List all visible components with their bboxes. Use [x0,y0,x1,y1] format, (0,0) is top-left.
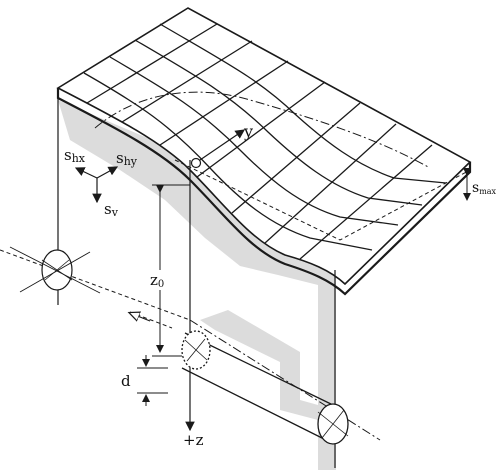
surface-thickness [56,88,472,296]
shx-arrow [74,167,98,179]
pipe-end-cross-2 [321,409,345,439]
shy-arrow [96,166,119,179]
z0-dimension [152,184,190,357]
horizontal-reference-line [174,159,471,241]
z-axis-label: +z [183,431,204,449]
mesh-line-x6 [264,123,397,244]
d-label: d [121,372,131,390]
pipe-axis-line-left [0,249,191,321]
origin-group: y [190,122,253,169]
pipe-bottom-edge [181,367,331,443]
mesh-line-x2 [121,40,253,123]
subsidence-trough-line [94,91,431,169]
shy-label: shy [116,149,138,168]
strain-axes [74,166,119,204]
z0-label: z0 [150,271,164,290]
pipe-top-edge [184,332,334,406]
pipe-shadow [200,310,318,420]
left-section-cross-2 [44,259,70,281]
smax-label: smax [472,180,497,196]
d-dimension [137,355,168,406]
pipe-start-cross-2 [186,338,206,362]
movement-direction-line [129,311,173,329]
left-section-line-1 [9,246,101,294]
mesh-line-x1 [86,23,218,104]
surface-mesh [56,7,472,296]
mesh-line-y3 [134,39,423,206]
mesh-line-x4 [196,81,326,178]
shx-label: shx [64,146,86,165]
pipe [181,330,349,445]
left-section-symbol [9,246,101,294]
sv-label: sv [104,200,119,219]
mesh-line-y1 [83,72,373,251]
movement-arrow-icon [130,313,151,321]
mesh-line-x3 [159,60,289,146]
mesh-line-x5 [231,102,361,214]
mesh-line-y2 [109,56,399,226]
y-axis-label: y [243,122,253,141]
origin-point [190,157,202,169]
surface-outline [56,7,472,286]
y-axis-arrow [199,129,245,161]
mesh-line-y4 [159,23,447,184]
